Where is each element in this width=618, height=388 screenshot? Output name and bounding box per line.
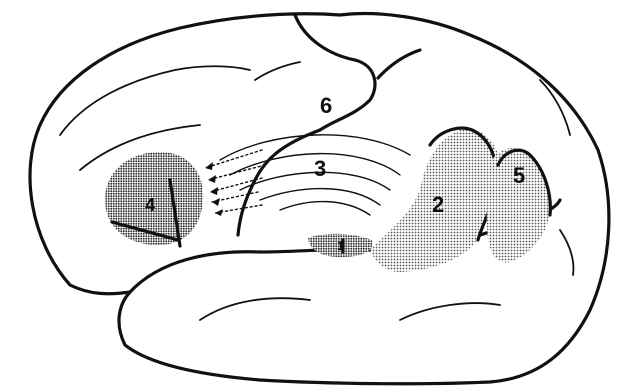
fold-6 xyxy=(400,303,500,320)
arc-4 xyxy=(260,189,380,205)
fold-1 xyxy=(60,66,250,135)
label-1: 1 xyxy=(337,239,344,253)
central-sulcus xyxy=(295,15,375,130)
fold-7 xyxy=(560,230,573,275)
arc-5 xyxy=(280,202,370,215)
fold-5 xyxy=(200,298,310,320)
fold-3 xyxy=(255,62,300,80)
label-5: 5 xyxy=(513,163,525,188)
label-2: 2 xyxy=(432,192,444,217)
label-4: 4 xyxy=(145,195,155,215)
upper-right-sulcus xyxy=(378,50,420,78)
label-3: 3 xyxy=(314,156,326,181)
label-6: 6 xyxy=(320,93,332,118)
